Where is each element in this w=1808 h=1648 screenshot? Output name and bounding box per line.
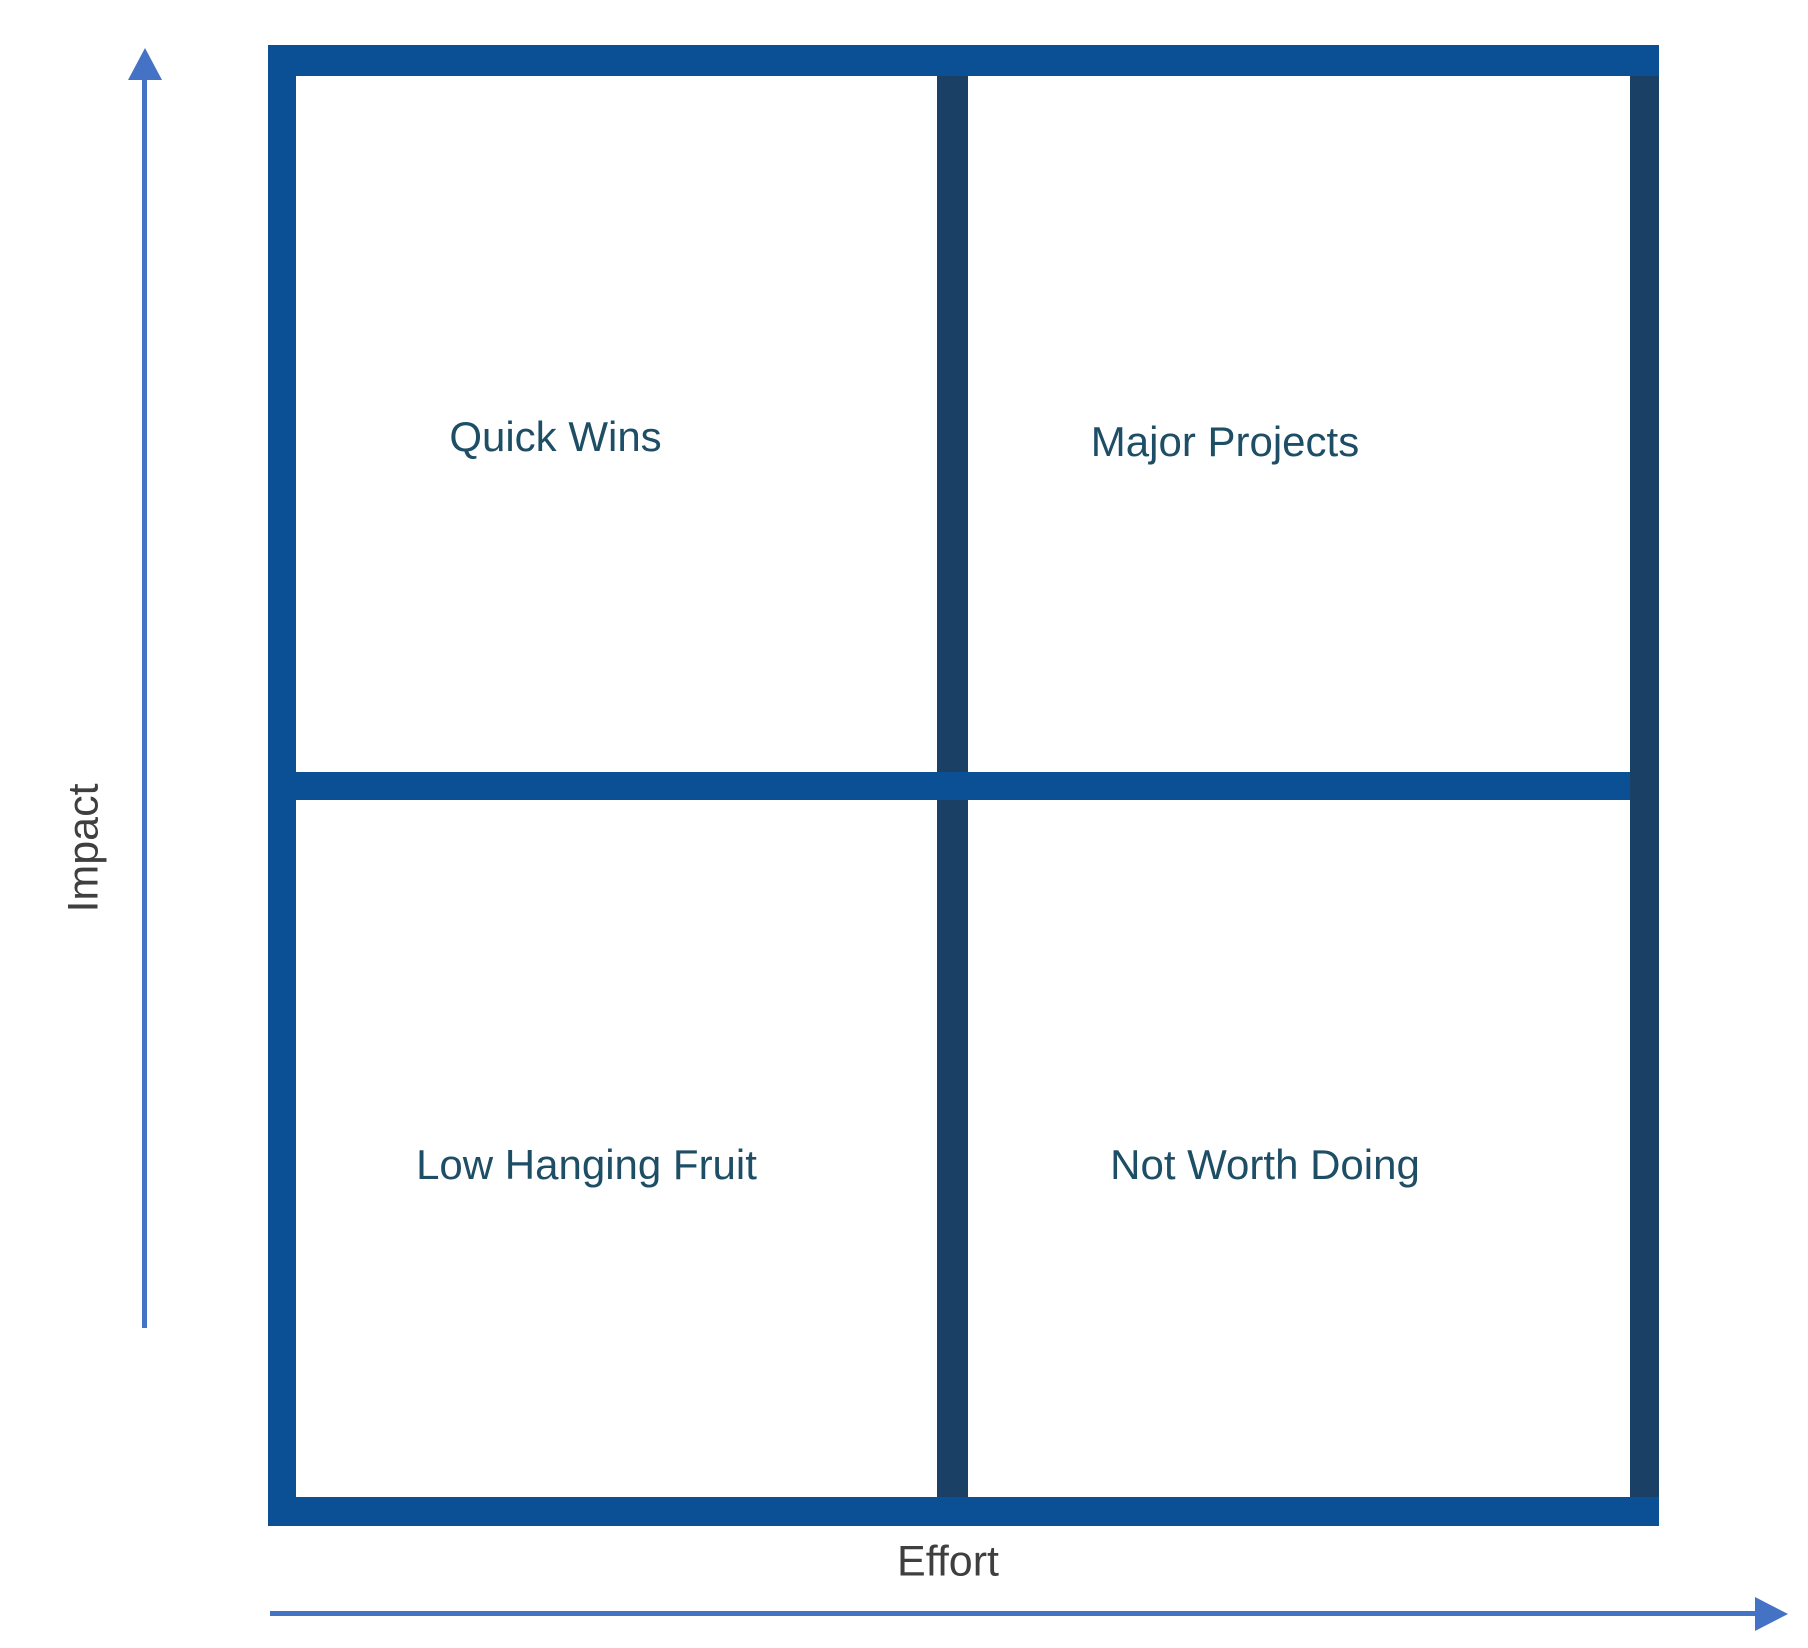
x-axis-label: Effort [897,1537,999,1586]
quadrant-top-left: Quick Wins [296,76,937,772]
quadrant-top-right: Major Projects [968,76,1630,772]
matrix-bottom-border [268,1497,1659,1526]
y-axis-arrow-up-icon [128,48,162,80]
matrix-right-border [1630,76,1659,1497]
quadrant-bottom-right: Not Worth Doing [968,800,1630,1497]
quadrant-label-major-projects: Major Projects [1090,418,1360,465]
matrix-middle-divider [296,772,1630,800]
quadrant-label-low-hanging-fruit: Low Hanging Fruit [416,1140,757,1188]
quadrant-label-not-worth-doing: Not Worth Doing [1110,1140,1420,1188]
y-axis-line [142,78,147,1328]
y-axis-label: Impact [59,783,108,913]
quadrant-bottom-left: Low Hanging Fruit [296,800,937,1497]
quadrant-label-quick-wins: Quick Wins [449,413,662,460]
x-axis-arrow-right-icon [1755,1597,1788,1631]
x-axis-line [270,1611,1757,1616]
matrix-left-border [268,45,296,1526]
matrix-top-border [268,45,1659,76]
